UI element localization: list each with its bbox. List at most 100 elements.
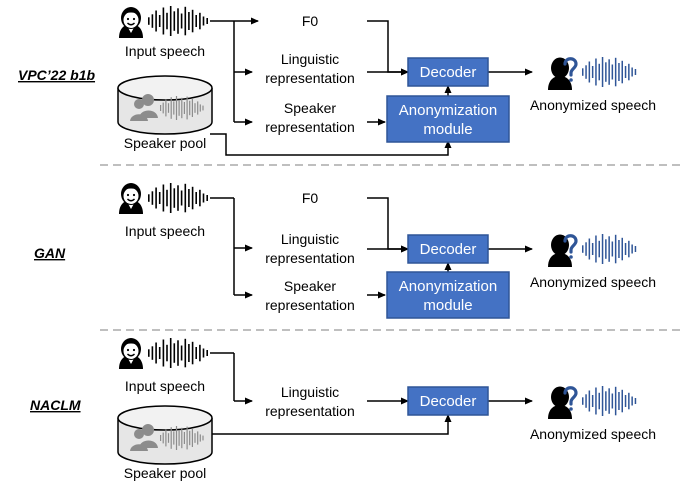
- speaker-representation-label: Speaker: [284, 278, 336, 294]
- waveform-bar: [582, 68, 584, 76]
- waveform-bar: [151, 191, 154, 205]
- waveform-bar: [148, 17, 150, 25]
- speaker-representation-label: Speaker: [284, 100, 336, 116]
- waveform-bar: [199, 104, 201, 112]
- waveform-bar: [595, 235, 597, 263]
- waveform-bar: [175, 96, 178, 120]
- linguistic-representation-label: Linguistic: [281, 231, 339, 247]
- waveform-bar: [191, 186, 194, 210]
- waveform-bar: [191, 99, 193, 117]
- waveform-bar: [184, 183, 187, 213]
- waveform-bar: [158, 347, 161, 359]
- waveform-bar: [206, 195, 208, 201]
- waveform-bar: [585, 65, 587, 79]
- speaker-pool-label: Speaker pool: [124, 135, 207, 151]
- waveform-bar: [155, 342, 157, 364]
- waveform-bar: [598, 63, 600, 81]
- waveform-bar: [162, 102, 164, 114]
- waveform-bar: [188, 189, 190, 207]
- section-title-gan: GAN: [34, 245, 66, 261]
- waveform-bar: [624, 395, 627, 407]
- waveform-icon: [582, 57, 637, 87]
- waveform-icon: [582, 234, 637, 264]
- waveform-bar: [605, 239, 607, 259]
- speaker-pool-cylinder: [117, 75, 213, 135]
- waveform-bar: [162, 7, 165, 35]
- waveform-bar: [181, 427, 183, 449]
- linguistic-representation-label: representation: [265, 250, 355, 266]
- waveform-bar: [591, 395, 594, 407]
- decoder-box: [407, 234, 489, 264]
- people-group-icon: [130, 424, 158, 451]
- waveform-bar: [158, 15, 161, 27]
- input-speech-label: Input speech: [125, 223, 205, 239]
- waveform-bar: [634, 246, 637, 252]
- waveform-bar: [188, 344, 190, 362]
- waveform-bar: [169, 183, 172, 213]
- waveform-bar: [611, 241, 614, 257]
- waveform-bar: [202, 16, 205, 26]
- waveform-icon: [148, 6, 208, 36]
- waveform-bar: [202, 435, 204, 441]
- waveform-bar: [178, 100, 180, 116]
- waveform-bar: [601, 57, 604, 87]
- signal-connectors: [210, 352, 533, 435]
- waveform-bar: [611, 64, 614, 80]
- waveform-bar: [180, 190, 183, 206]
- waveform-bar: [169, 338, 172, 368]
- waveform-bar: [631, 244, 633, 254]
- waveform-bar: [173, 343, 176, 363]
- waveform-bar: [173, 101, 175, 115]
- waveform-bar: [155, 187, 157, 209]
- waveform-bar: [628, 240, 630, 258]
- waveform-bar: [183, 102, 185, 114]
- waveform-bar: [165, 429, 167, 447]
- waveform-bar: [634, 398, 637, 404]
- waveform-bar: [199, 12, 201, 30]
- waveform-bar: [184, 6, 187, 36]
- waveform-bar: [155, 10, 157, 32]
- waveform-bar: [183, 432, 185, 444]
- waveform-bar: [148, 194, 150, 202]
- waveform-bar: [173, 188, 176, 208]
- waveform-bar: [191, 429, 193, 447]
- waveform-bar: [618, 63, 620, 81]
- waveform-bar: [195, 15, 197, 27]
- waveform-bar: [177, 185, 179, 211]
- waveform-bar: [614, 57, 617, 87]
- waveform-bar: [591, 243, 594, 255]
- waveform-bar: [605, 391, 607, 411]
- waveform-bar: [177, 8, 179, 34]
- waveform-bar: [197, 101, 199, 115]
- anonymized-speech-label: Anonymized speech: [530, 274, 656, 290]
- linguistic-representation-label: representation: [265, 403, 355, 419]
- waveform-bar: [582, 245, 584, 253]
- section-title-vpc22-b1b: VPC’22 b1b: [18, 67, 95, 83]
- waveform-bar: [621, 389, 623, 413]
- waveform-bar: [166, 344, 168, 362]
- waveform-bar: [595, 58, 597, 86]
- anonymized-speech-label: Anonymized speech: [530, 426, 656, 442]
- waveform-bar: [631, 396, 633, 406]
- anonymized-person-icon: [546, 232, 578, 269]
- waveform-bar: [588, 61, 591, 83]
- waveform-icon: [582, 386, 637, 416]
- waveform-bar: [624, 66, 627, 78]
- waveform-bar: [628, 63, 630, 81]
- waveform-bar: [160, 105, 162, 111]
- waveform-bar: [601, 386, 604, 416]
- waveform-bar: [173, 431, 175, 445]
- waveform-bar: [202, 348, 205, 358]
- waveform-icon: [148, 183, 208, 213]
- waveform-bar: [158, 192, 161, 204]
- waveform-bar: [186, 426, 188, 450]
- waveform-bar: [162, 432, 164, 444]
- speaker-representation-label: representation: [265, 119, 355, 135]
- waveform-bar: [585, 394, 587, 408]
- waveform-bar: [605, 62, 607, 82]
- anonymized-person-icon: [546, 384, 578, 421]
- anonymized-person-icon: [546, 55, 578, 92]
- waveform-bar: [191, 341, 194, 365]
- waveform-bar: [199, 434, 201, 442]
